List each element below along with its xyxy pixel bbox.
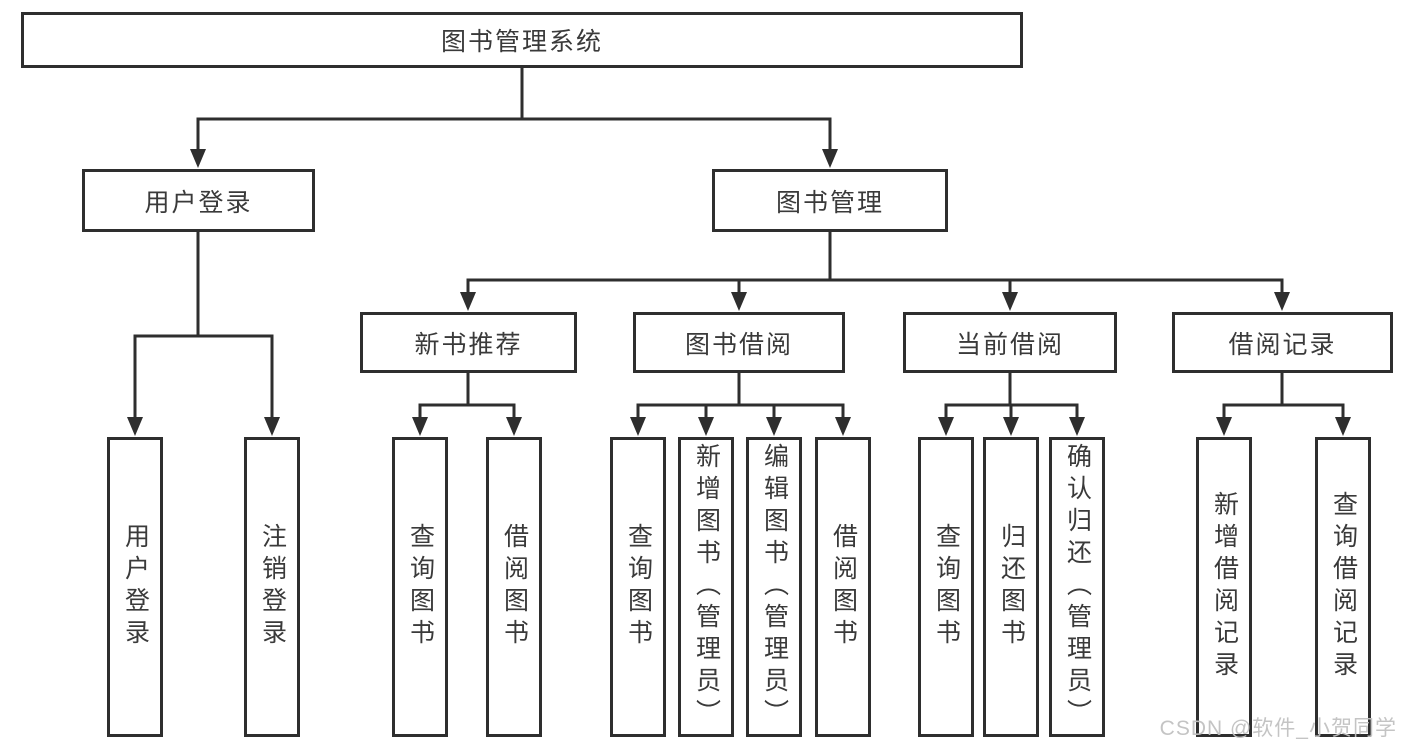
node-label: 归还图书	[997, 523, 1026, 651]
node-label: 图书管理系统	[440, 28, 603, 56]
connector-newbook-to-leaves	[418, 373, 516, 418]
leaf-return-books: 归还图书	[983, 437, 1039, 737]
node-book-borrow: 图书借阅	[633, 312, 845, 373]
node-label: 新增借阅记录	[1210, 491, 1239, 683]
leaf-add-borrow-record: 新增借阅记录	[1196, 437, 1252, 737]
leaf-add-books-admin: 新增图书（管理员）	[678, 437, 734, 737]
leaf-query-borrow-record: 查询借阅记录	[1315, 437, 1371, 737]
arrow-down-icon	[1003, 417, 1019, 436]
node-library-management-system: 图书管理系统	[21, 12, 1023, 68]
arrow-down-icon	[1069, 417, 1085, 436]
node-user-login: 用户登录	[82, 169, 315, 232]
node-book-management: 图书管理	[712, 169, 948, 232]
arrow-down-icon	[190, 149, 206, 168]
node-label: 查询图书	[624, 523, 653, 651]
node-label: 编辑图书（管理员）	[760, 443, 789, 731]
node-new-book-recommend: 新书推荐	[360, 312, 577, 373]
leaf-query-books-current: 查询图书	[918, 437, 974, 737]
node-label: 注销登录	[258, 523, 287, 651]
arrow-down-icon	[506, 417, 522, 436]
leaf-confirm-return-admin: 确认归还（管理员）	[1049, 437, 1105, 737]
leaf-edit-books-admin: 编辑图书（管理员）	[746, 437, 802, 737]
arrow-down-icon	[127, 417, 143, 436]
csdn-watermark: CSDN @软件_小贺同学	[1159, 717, 1397, 740]
arrow-down-icon	[766, 417, 782, 436]
node-label: 查询借阅记录	[1329, 491, 1358, 683]
connector-userlogin-to-leaves	[133, 232, 274, 418]
arrow-down-icon	[1274, 292, 1290, 311]
node-label: 借阅图书	[829, 523, 858, 651]
node-label: 新书推荐	[414, 330, 523, 359]
arrow-down-icon	[264, 417, 280, 436]
node-label: 查询图书	[406, 523, 435, 651]
arrow-down-icon	[630, 417, 646, 436]
arrow-down-icon	[835, 417, 851, 436]
arrow-down-icon	[1002, 292, 1018, 311]
node-label: 图书借阅	[684, 330, 793, 359]
node-label: 当前借阅	[955, 330, 1064, 359]
connector-bookmgmt-to-level3	[466, 232, 1284, 293]
arrow-down-icon	[938, 417, 954, 436]
leaf-borrow-books: 借阅图书	[815, 437, 871, 737]
arrow-down-icon	[1216, 417, 1232, 436]
node-label: 查询图书	[932, 523, 961, 651]
node-label: 确认归还（管理员）	[1063, 443, 1092, 731]
arrow-down-icon	[460, 292, 476, 311]
leaf-user-login: 用户登录	[107, 437, 163, 737]
leaf-query-books-recommend: 查询图书	[392, 437, 448, 737]
connector-root-to-level2	[196, 68, 832, 150]
node-label: 图书管理	[775, 188, 884, 217]
arrow-down-icon	[1335, 417, 1351, 436]
connector-currentborrow-to-leaves	[944, 373, 1079, 418]
leaf-query-books-borrow: 查询图书	[610, 437, 666, 737]
leaf-borrow-books-recommend: 借阅图书	[486, 437, 542, 737]
node-label: 新增图书（管理员）	[692, 443, 721, 731]
connector-bookborrow-to-leaves	[636, 373, 845, 418]
node-label: 用户登录	[121, 523, 150, 651]
arrow-down-icon	[412, 417, 428, 436]
leaf-logout: 注销登录	[244, 437, 300, 737]
connector-borrowrecords-to-leaves	[1222, 373, 1345, 418]
arrow-down-icon	[822, 149, 838, 168]
node-current-borrow: 当前借阅	[903, 312, 1117, 373]
arrow-down-icon	[731, 292, 747, 311]
node-label: 用户登录	[144, 188, 253, 217]
node-label: 借阅记录	[1228, 330, 1337, 359]
node-label: 借阅图书	[500, 523, 529, 651]
arrow-down-icon	[698, 417, 714, 436]
node-borrow-records: 借阅记录	[1172, 312, 1393, 373]
